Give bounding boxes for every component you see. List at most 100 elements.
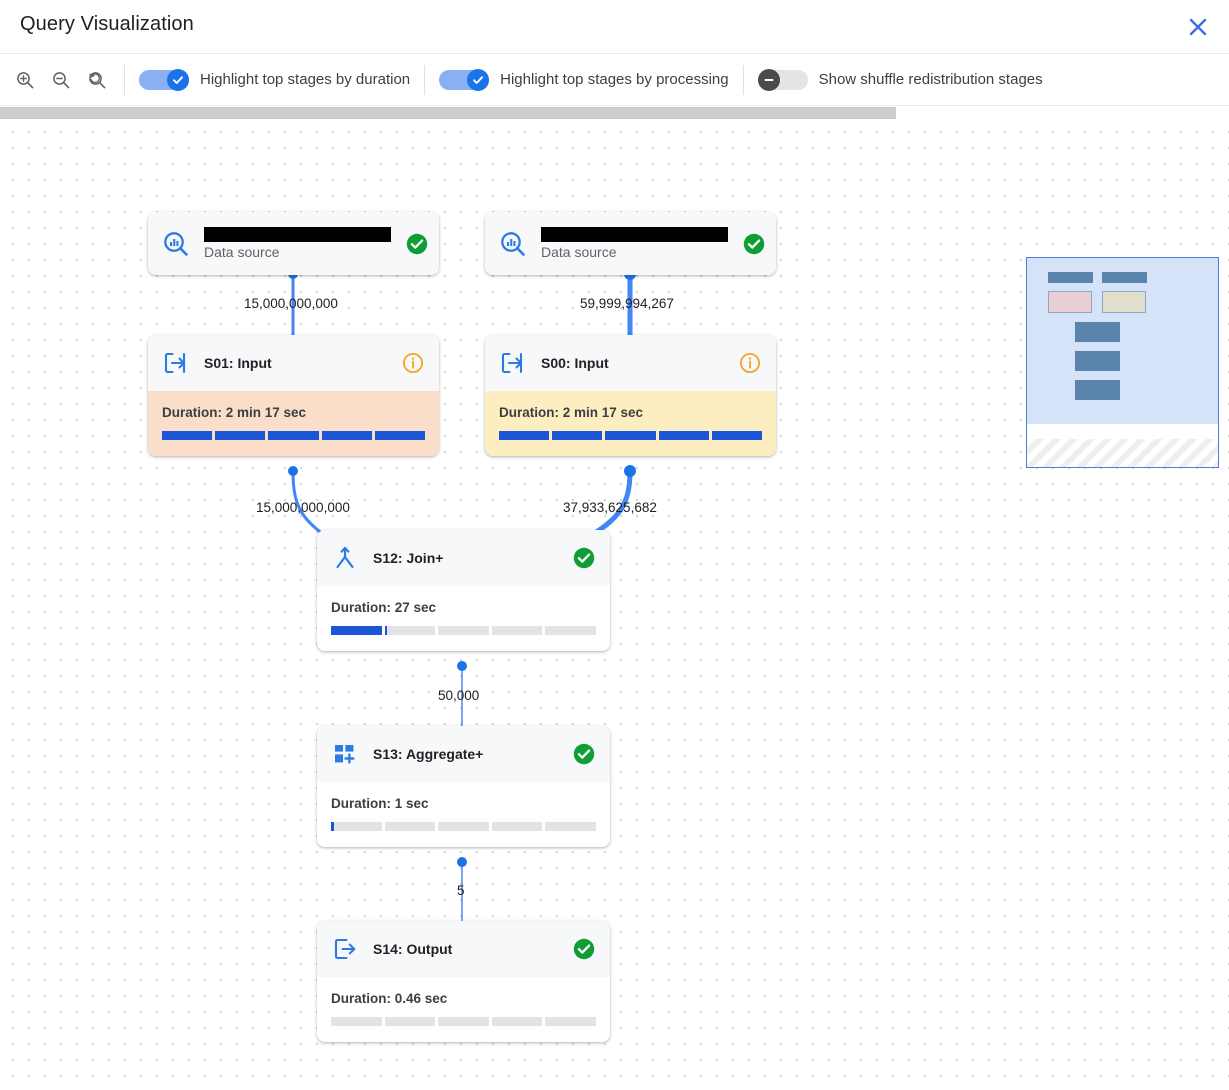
progress-segment — [438, 1017, 489, 1026]
info-circle-icon — [739, 352, 761, 374]
check-circle-icon — [573, 547, 595, 569]
close-button[interactable] — [1181, 10, 1215, 44]
edge-endpoint — [624, 465, 636, 477]
minimap-node-s01 — [1048, 291, 1092, 313]
status-badge-ok — [572, 742, 596, 766]
progress-segment — [384, 822, 436, 831]
stage-duration-label: Duration: 2 min 17 sec — [499, 405, 644, 420]
status-badge-ok — [572, 546, 596, 570]
toolbar-divider-1 — [124, 64, 125, 95]
node-header: S13: Aggregate+ — [317, 726, 610, 782]
aggregate-icon — [331, 740, 359, 768]
progress-ticks — [331, 626, 596, 635]
graph-canvas[interactable]: 15,000,000,000 59,999,994,267 15,000,000… — [0, 119, 1229, 1090]
progress-segment — [384, 626, 436, 635]
node-title: S13: Aggregate+ — [373, 746, 484, 762]
zoom-in-icon — [17, 71, 34, 88]
edge-endpoint — [457, 661, 467, 671]
close-icon — [1189, 18, 1207, 36]
horizontal-scrollbar-thumb[interactable] — [0, 107, 896, 119]
node-header: S00: Input — [485, 335, 776, 391]
progress-segment — [491, 626, 543, 635]
edge-endpoint — [457, 857, 467, 867]
toggle-highlight-duration[interactable]: Highlight top stages by duration — [139, 68, 410, 91]
node-stage-s13-aggregate[interactable]: S13: Aggregate+ Duration: 1 sec — [317, 726, 610, 847]
toolbar-divider-2 — [424, 64, 426, 95]
progress-ticks — [331, 822, 596, 831]
edge-label-s13-s14: 5 — [457, 883, 465, 898]
node-body: Duration: 0.46 sec — [317, 977, 610, 1042]
status-badge-info[interactable] — [738, 351, 762, 375]
toggle-highlight-processing-switch[interactable] — [439, 68, 490, 91]
node-stage-s01-input[interactable]: S01: Input Duration: 2 min 17 sec — [148, 335, 439, 456]
node-title: S14: Output — [373, 941, 453, 957]
toggle-shuffle-stages-switch[interactable] — [757, 68, 808, 91]
minimap-node-data-source-1 — [1048, 272, 1093, 283]
progress-segment — [438, 822, 489, 831]
zoom-out-button[interactable] — [48, 67, 74, 93]
output-arrow-icon — [331, 935, 359, 963]
redacted-data-source-name — [541, 227, 728, 242]
switch-knob — [167, 68, 189, 91]
progress-fill — [331, 626, 387, 635]
dialog-title-bar: Query Visualization — [0, 0, 1229, 53]
node-data-source-1[interactable]: Data source — [148, 212, 439, 275]
edge-endpoint — [288, 466, 298, 476]
node-data-source-2[interactable]: Data source — [485, 212, 776, 275]
node-header: Data source — [485, 212, 776, 275]
progress-segment — [545, 822, 596, 831]
stage-progress-bar — [331, 822, 596, 831]
data-source-text: Data source — [204, 227, 391, 260]
stage-progress-bar — [331, 1017, 596, 1026]
node-stage-s14-output[interactable]: S14: Output Duration: 0.46 sec — [317, 921, 610, 1042]
progress-segment — [491, 822, 543, 831]
toggle-highlight-duration-switch[interactable] — [139, 68, 189, 91]
stage-duration-label: Duration: 2 min 17 sec — [162, 405, 307, 420]
toggle-highlight-processing[interactable]: Highlight top stages by processing — [439, 68, 729, 91]
progress-segment — [331, 1017, 382, 1026]
visualization-toolbar: Highlight top stages by duration Highlig… — [0, 53, 1229, 106]
zoom-reset-icon — [89, 71, 106, 88]
minimap-node-s13 — [1075, 351, 1120, 371]
node-title: S00: Input — [541, 355, 609, 371]
toolbar-divider-3 — [742, 64, 744, 95]
progress-segment — [491, 1017, 543, 1026]
progress-segment — [384, 1017, 436, 1026]
progress-segment — [545, 626, 596, 635]
node-body: Duration: 27 sec — [317, 586, 610, 651]
progress-segment — [331, 822, 382, 831]
page-title: Query Visualization — [20, 13, 194, 35]
node-header: S12: Join+ — [317, 530, 610, 586]
toggle-shuffle-stages[interactable]: Show shuffle redistribution stages — [757, 68, 1043, 91]
progress-fill — [499, 431, 762, 440]
minimap-node-s00 — [1102, 291, 1146, 313]
minus-icon — [764, 78, 774, 81]
zoom-in-button[interactable] — [12, 67, 38, 93]
node-title: S12: Join+ — [373, 550, 444, 566]
data-source-search-icon — [162, 230, 190, 258]
data-source-search-icon — [499, 230, 527, 258]
node-header: S14: Output — [317, 921, 610, 977]
graph-minimap[interactable] — [1026, 257, 1219, 468]
toggle-shuffle-stages-label: Show shuffle redistribution stages — [818, 71, 1043, 88]
zoom-reset-button[interactable] — [84, 67, 110, 93]
progress-segment — [545, 1017, 596, 1026]
node-body: Duration: 1 sec — [317, 782, 610, 847]
status-badge-ok — [742, 232, 766, 256]
switch-knob — [467, 68, 490, 91]
progress-fill — [162, 431, 425, 440]
node-body: Duration: 2 min 17 sec — [148, 391, 439, 456]
node-stage-s12-join[interactable]: S12: Join+ Duration: 27 sec — [317, 530, 610, 651]
node-stage-s00-input[interactable]: S00: Input Duration: 2 min 17 sec — [485, 335, 776, 456]
check-circle-icon — [406, 233, 428, 254]
status-badge-info[interactable] — [401, 351, 425, 375]
progress-ticks — [162, 431, 425, 440]
progress-ticks — [331, 1017, 596, 1026]
minimap-node-s12 — [1075, 322, 1120, 342]
check-icon — [473, 75, 484, 84]
progress-fill — [331, 822, 334, 831]
stage-duration-label: Duration: 1 sec — [331, 796, 429, 811]
check-circle-icon — [573, 743, 595, 765]
data-source-text: Data source — [541, 227, 728, 260]
minimap-hatched-area — [1027, 439, 1218, 467]
